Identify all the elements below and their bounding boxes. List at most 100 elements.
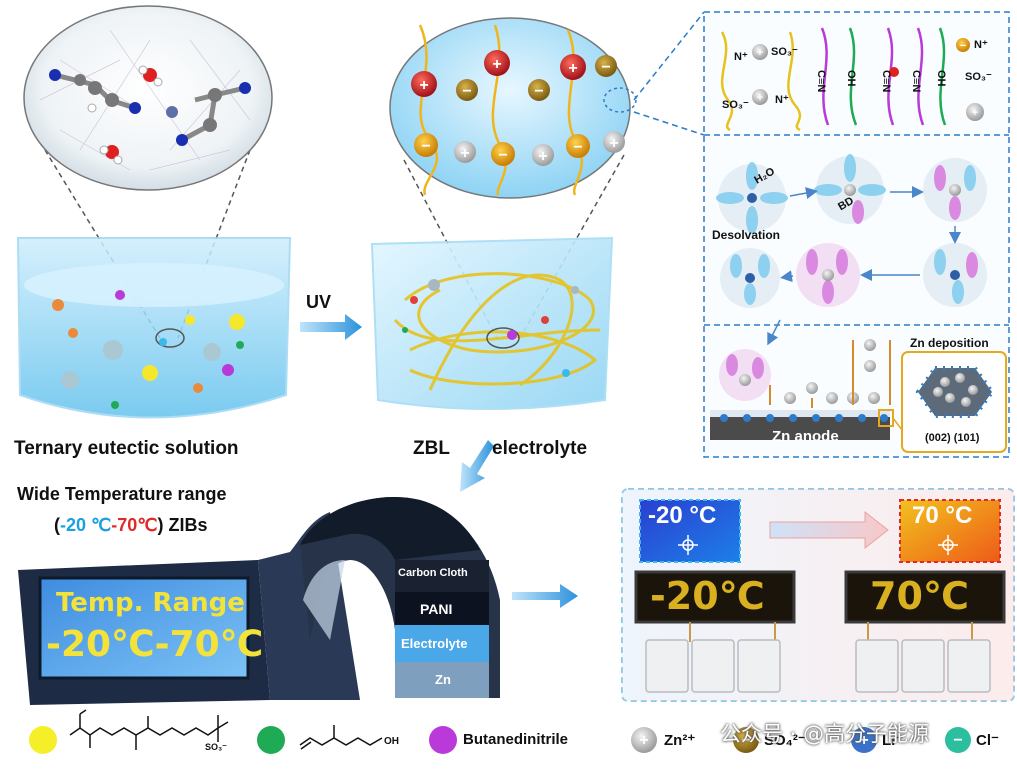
range-dash: - xyxy=(111,515,118,535)
chain-label: OH xyxy=(935,70,947,87)
hot-led-panel xyxy=(844,570,1006,624)
chain-label: SO₃⁻ xyxy=(771,46,798,58)
demo-arrow xyxy=(512,584,578,608)
gel-zoom-bubble: +++ −−− −−− +++ xyxy=(389,17,637,339)
legend-li: Li⁺ xyxy=(882,732,904,749)
cold-temp-label: -20 °C xyxy=(648,502,717,529)
chain-label: N⁺ xyxy=(734,51,748,63)
pouch-cells xyxy=(645,639,991,693)
legend-cl: Cl⁻ xyxy=(976,732,999,749)
legend-zn: Zn²⁺ xyxy=(664,732,696,749)
legend-so4-swatch xyxy=(733,727,759,753)
solvation-shell xyxy=(720,248,780,308)
hot-thermal-image xyxy=(899,499,1001,563)
cold-led-panel xyxy=(634,570,796,624)
solvation-shell xyxy=(923,243,987,307)
temperature-demo-panel xyxy=(621,488,1015,702)
range-hot: 70℃ xyxy=(117,515,158,535)
legend-cl-swatch xyxy=(945,727,971,753)
zbl-caption: ZBL xyxy=(413,438,450,459)
deposition-shell xyxy=(719,349,771,401)
uv-label: UV xyxy=(306,292,332,312)
range-cold: -20 ℃ xyxy=(60,515,112,535)
legend-zn-swatch xyxy=(631,727,657,753)
device-screen xyxy=(38,576,250,680)
desolvation-label: Desolvation xyxy=(712,228,781,242)
svg-text:+: + xyxy=(460,145,469,162)
svg-text:+: + xyxy=(757,47,763,59)
cation-sites xyxy=(411,50,586,97)
svg-text:−: − xyxy=(601,59,610,76)
hot-temp-label: 70 °C xyxy=(912,502,973,529)
legend-li-swatch xyxy=(851,727,877,753)
layer-zn: Zn xyxy=(435,672,451,687)
svg-text:−: − xyxy=(534,83,543,100)
gel-electrolyte-block xyxy=(370,236,614,410)
svg-text:−: − xyxy=(953,732,962,749)
layer-pani: PANI xyxy=(420,601,453,617)
process-arrow xyxy=(460,440,494,492)
legend-butanedinitrile: Butanedinitrile xyxy=(463,731,569,748)
legend-sn-swatch xyxy=(429,726,457,754)
succinonitrile-molecule xyxy=(49,69,141,114)
zn-deposit-cluster xyxy=(915,366,995,418)
water-molecule xyxy=(138,65,163,87)
eutectic-zoom-bubble xyxy=(23,5,273,339)
mechanism-panel: N⁺ SO₃⁻ SO₃⁻ N⁺ C≡N OH C≡N C≡N OH N⁺ SO₃… xyxy=(633,11,1010,458)
chain-label: N⁺ xyxy=(775,94,789,106)
ion-signs: +++ −−− −−− +++ xyxy=(419,56,618,165)
legend-hea-swatch xyxy=(257,726,285,754)
cold-led-text: -20℃ xyxy=(650,574,765,618)
crystal-planes-label: (002) (101) xyxy=(925,432,980,444)
svg-text:+: + xyxy=(538,148,547,165)
watermark: 公众号 · @高分子能源 xyxy=(720,722,930,746)
zn-ions-depositing xyxy=(784,339,880,404)
svg-text:+: + xyxy=(972,107,978,119)
beaker xyxy=(16,237,292,419)
temperature-range-title: (-20 ℃-70℃) ZIBs xyxy=(54,515,208,536)
anion-sites xyxy=(414,55,617,166)
device-title: Wide Temperature range xyxy=(17,484,227,504)
electrolyte-caption: electrolyte xyxy=(492,438,588,459)
svg-text:−: − xyxy=(573,139,582,156)
screen-line1: Temp. Range xyxy=(56,588,245,618)
range-suffix: ZIBs xyxy=(163,515,208,535)
chain-label: C≡N xyxy=(910,70,922,92)
water-molecule xyxy=(99,145,123,165)
chain-label: SO₃⁻ xyxy=(965,71,992,83)
solvation-shell xyxy=(923,158,987,222)
legend-sulfo-group: SO₃⁻ xyxy=(205,742,227,752)
eutectic-caption: Ternary eutectic solution xyxy=(14,438,239,459)
legend-so4: SO₄²⁻ xyxy=(764,732,806,749)
range-open: ( xyxy=(54,515,60,535)
uv-arrow xyxy=(300,314,362,340)
chain-label: C≡N xyxy=(880,70,892,92)
zwitterion-structure xyxy=(69,709,229,750)
svg-text:−: − xyxy=(498,147,507,164)
chain-label: OH xyxy=(845,70,857,87)
heating-arrow xyxy=(769,510,889,550)
screen-line2: -20℃-70℃ xyxy=(46,624,264,665)
cold-thermal-image xyxy=(639,499,741,563)
svg-text:+: + xyxy=(568,60,577,77)
chain-label: N⁺ xyxy=(974,39,988,51)
zn-ion xyxy=(166,106,178,118)
svg-text:−: − xyxy=(960,40,966,52)
chain-label: SO₃⁻ xyxy=(722,99,749,111)
chain-label: C≡N xyxy=(815,70,827,92)
zn-anode-label: Zn anode xyxy=(772,428,839,445)
legend-hydroxyl: OH xyxy=(384,736,399,747)
succinonitrile-molecule xyxy=(176,82,251,146)
hea-structure xyxy=(299,725,383,750)
svg-text:+: + xyxy=(492,56,501,73)
solvation-shell xyxy=(796,243,860,307)
zn-ions xyxy=(454,131,625,166)
flexible-battery xyxy=(18,497,500,705)
legend-zwitterion-swatch xyxy=(29,726,57,754)
svg-text:−: − xyxy=(462,83,471,100)
legend: + − + − xyxy=(29,709,971,754)
svg-text:+: + xyxy=(639,732,648,749)
range-close: ) xyxy=(157,515,164,535)
chain-labels: N⁺ SO₃⁻ SO₃⁻ N⁺ C≡N OH C≡N C≡N OH N⁺ SO₃… xyxy=(722,39,992,111)
solvation-shell xyxy=(814,154,886,224)
